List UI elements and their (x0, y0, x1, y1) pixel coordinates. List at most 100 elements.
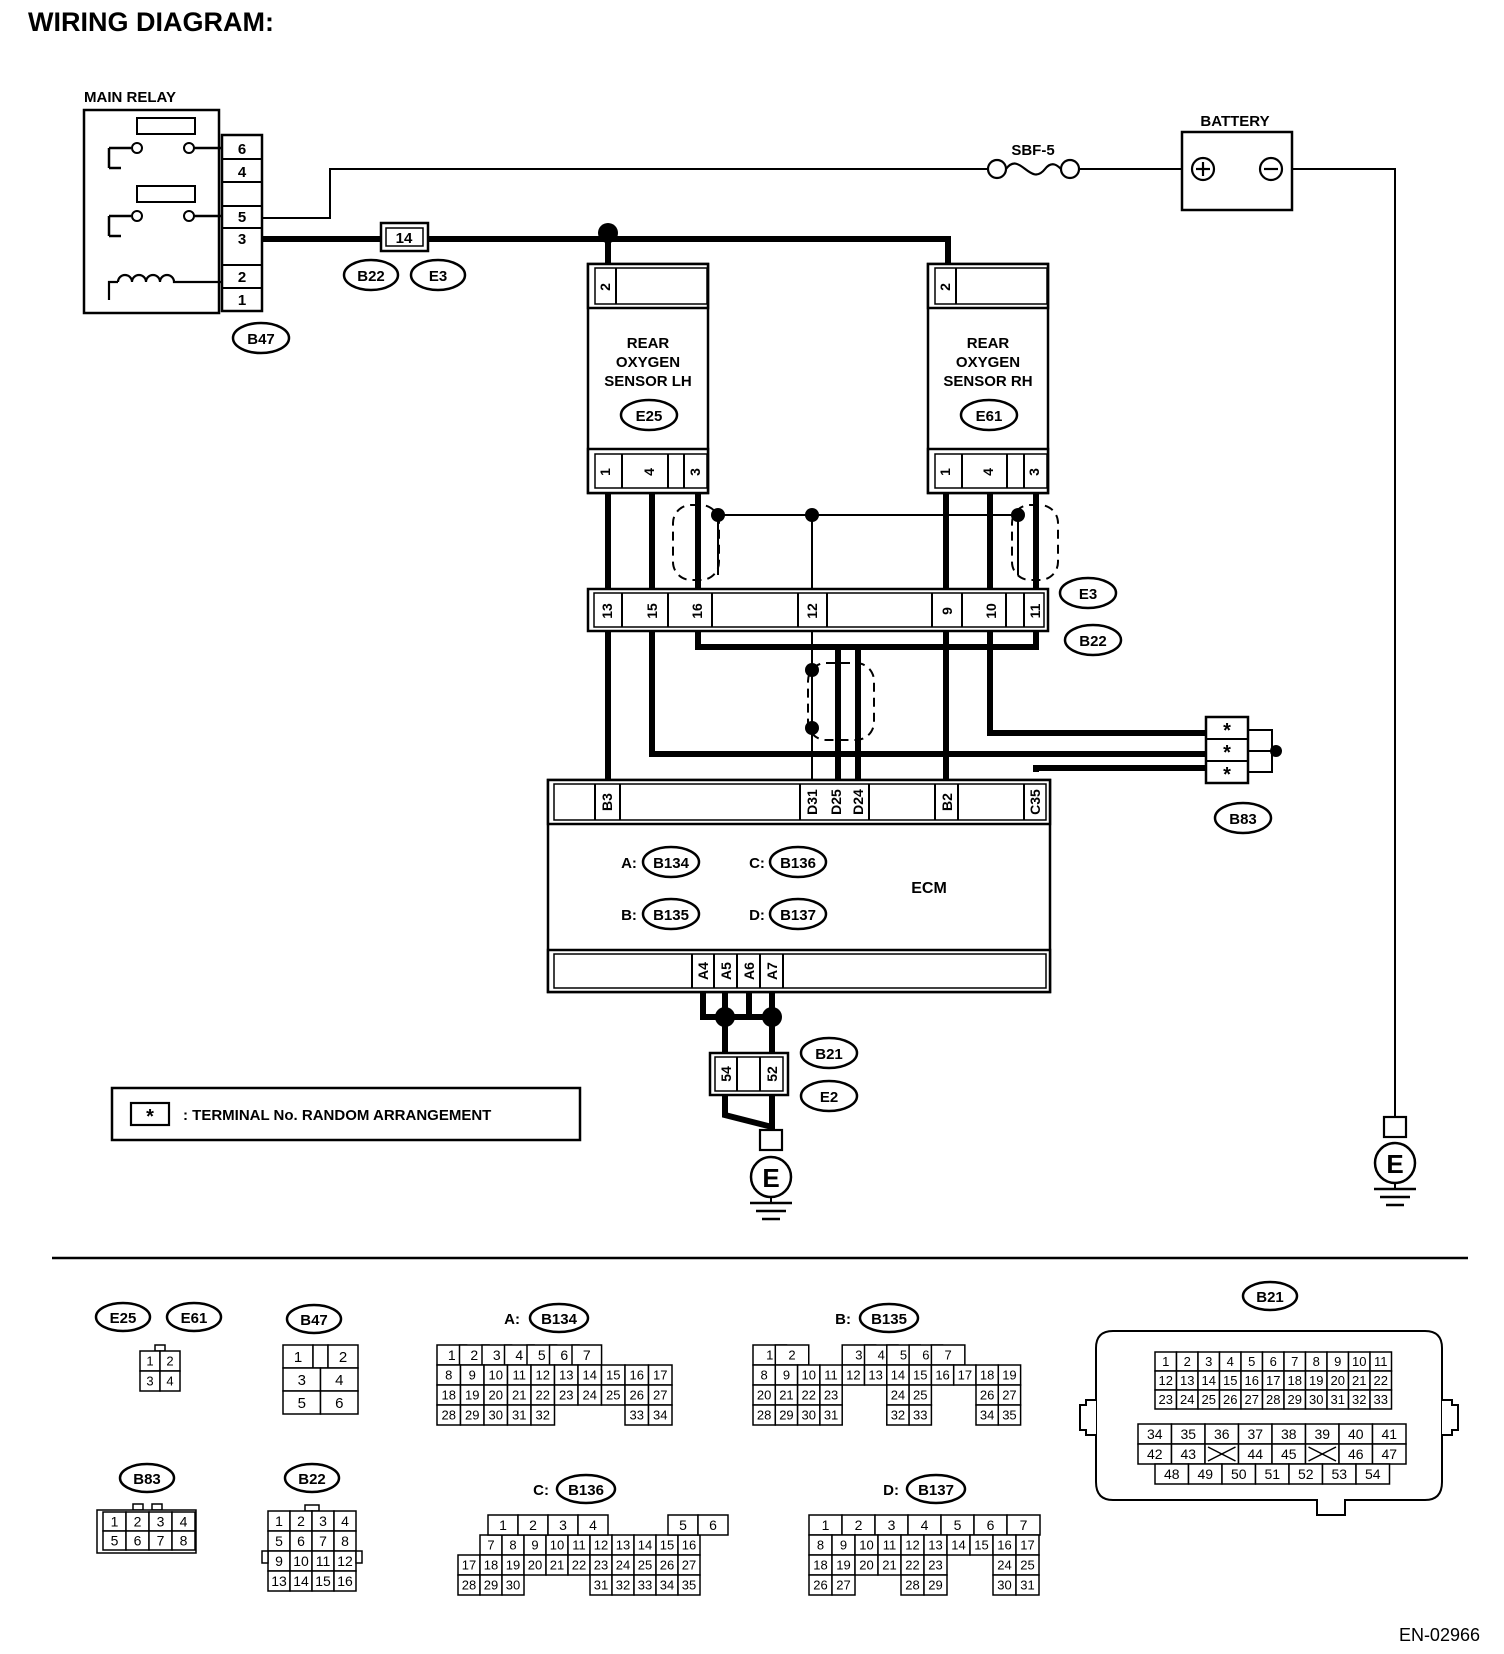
lh-top-pin: 2 (597, 283, 613, 291)
conn-view-b21-pin: 16 (1245, 1373, 1259, 1388)
conn-view-b21-pin: 45 (1281, 1446, 1297, 1462)
ecm-pin-c35: C35 (1027, 789, 1043, 815)
rh-name-3: SENSOR RH (943, 373, 1032, 390)
conn-view-b136-pin: 26 (660, 1558, 674, 1573)
ecm-conn-d-code: B137 (780, 907, 816, 924)
main-relay: MAIN RELAY 6 4 5 3 2 1 B47 (82, 89, 291, 355)
jrow-pin-13: 13 (599, 603, 615, 619)
conn-view-b134-pin: 13 (559, 1368, 573, 1383)
conn-view-tag-b134-label: B134 (541, 1311, 578, 1328)
conn-view-b135-cell (819, 1404, 843, 1426)
conn-view-b83-pin: 2 (134, 1514, 142, 1530)
jrow-pin-9: 9 (939, 607, 955, 615)
conn-view-b137-pin: 21 (882, 1558, 896, 1573)
conn-view-b134-pin: 28 (442, 1408, 456, 1423)
conn-view-b136-pin: 9 (531, 1538, 538, 1553)
rear-oxygen-sensor-lh: 2 REAR OXYGEN SENSOR LH E25 1 4 3 (586, 262, 710, 495)
jrow-pin-12: 12 (804, 603, 820, 619)
relay-pin-1: 1 (238, 292, 246, 309)
ecm-pin-d25: D25 (828, 789, 844, 815)
conn-view-b134-pin: 21 (512, 1388, 526, 1403)
rh-pin-4: 4 (980, 468, 996, 476)
conn-view-b136-pin: 20 (528, 1558, 542, 1573)
conn-view-b21-pin: 33 (1374, 1392, 1388, 1407)
b83-pin-3: * (1223, 764, 1231, 786)
conn-view-b134-pin: 31 (512, 1408, 526, 1423)
conn-view-b21-pin: 7 (1291, 1354, 1298, 1369)
relay-pin-6: 6 (238, 141, 246, 158)
conn-view-b135-pin: 28 (757, 1408, 771, 1423)
conn-view-b22-pin: 12 (337, 1553, 353, 1569)
conn-view-b135-pin: 1 (766, 1348, 773, 1363)
conn-view-b135-pin: 30 (802, 1408, 816, 1423)
rh-pin-1: 1 (937, 468, 953, 476)
conn-view-b21-pin: 23 (1159, 1392, 1173, 1407)
b83-junction-dot (1270, 745, 1282, 757)
conn-view-b83-pin: 6 (134, 1533, 142, 1549)
sensor-signal-wires (605, 493, 1039, 591)
conn-view-b135-pin: 6 (922, 1348, 929, 1363)
conn-view-b21-pin: 2 (1184, 1354, 1191, 1369)
conn-view-b135-pin: 18 (980, 1368, 994, 1383)
conn-view-b137-pin: 1 (822, 1517, 830, 1533)
conn-view-b137-pin: 30 (997, 1578, 1011, 1593)
relay-contact-upper (136, 117, 196, 135)
rh-pin-3: 3 (1026, 468, 1042, 476)
connector-tag-b137 (768, 897, 828, 931)
conn-view-b47-pin: 5 (298, 1395, 306, 1412)
ecm-conn-c-letter: C: (749, 855, 765, 872)
conn-view-b137-pin: 27 (836, 1578, 850, 1593)
gj-pin-54: 54 (718, 1066, 734, 1082)
conn-view-b22-pin: 8 (341, 1533, 349, 1549)
conn-view-b21-pin: 50 (1231, 1466, 1247, 1482)
relay-connector-label: B47 (247, 331, 275, 348)
ecm-shield-junction-dot-2 (805, 721, 819, 735)
connector-tag-e61 (959, 398, 1019, 432)
ecm-conn-b-letter: B: (621, 907, 637, 924)
conn-view-b21-pin: 22 (1374, 1373, 1388, 1388)
conn-view-b21-pin: 14 (1202, 1373, 1216, 1388)
conn-view-b135-pin: 34 (980, 1408, 994, 1423)
conn-view-b22-pin: 2 (297, 1513, 305, 1529)
conn-view-b136-pin: 7 (487, 1538, 494, 1553)
conn-view-b135-pin: 4 (878, 1348, 885, 1363)
conn-view-b137-pin: 14 (951, 1538, 965, 1553)
relay-coil-icon (107, 273, 222, 300)
conn-view-b135-pin: 26 (980, 1388, 994, 1403)
conn-view-b21-pin: 40 (1348, 1426, 1364, 1442)
ecm-pin-a4: A4 (695, 962, 711, 980)
ground-junction-dot-2 (762, 1007, 782, 1027)
conn-view-b136-pin: 25 (638, 1558, 652, 1573)
conn-view-b21-pin: 35 (1180, 1426, 1196, 1442)
conn-view-b21-pin: 54 (1365, 1466, 1381, 1482)
conn-view-b21-pin: 30 (1309, 1392, 1323, 1407)
conn-view-b22-pin: 10 (293, 1553, 309, 1569)
conn-view-b21-pin: 21 (1352, 1373, 1366, 1388)
ecm-ground-wires (700, 992, 775, 1053)
conn-view-b134-pin: 16 (630, 1368, 644, 1383)
conn-view-b21-pin: 32 (1352, 1392, 1366, 1407)
conn-view-b135-pin: 29 (779, 1408, 793, 1423)
connector-tag-b134 (641, 845, 701, 879)
gj-conn-e2: E2 (820, 1089, 838, 1106)
conn-view-b21-pin: 4 (1227, 1354, 1234, 1369)
conn-view-b134-pin: 27 (653, 1388, 667, 1403)
conn-view-tag-b134 (528, 1302, 590, 1334)
conn-view-b21-pin: 24 (1180, 1392, 1194, 1407)
conn-view-b134-pin: 34 (653, 1408, 667, 1423)
conn-view-tag-b47 (285, 1303, 343, 1335)
conn-view-b21-pin: 39 (1314, 1426, 1330, 1442)
conn-view-b134-pin: 18 (442, 1388, 456, 1403)
conn-view-b47-pin: 1 (294, 1349, 302, 1366)
conn-view-b21-pin: 36 (1214, 1426, 1230, 1442)
rh-connector: E61 (976, 408, 1003, 425)
conn-view-b21-pin: 18 (1288, 1373, 1302, 1388)
conn-view-b21-pin: 13 (1180, 1373, 1194, 1388)
conn-view-b136-pin: 22 (572, 1558, 586, 1573)
conn-view-b83-pin: 4 (180, 1514, 188, 1530)
conn-view-b135-pin: 32 (891, 1408, 905, 1423)
jrow-conn-b22: B22 (1079, 633, 1107, 650)
conn-view-b21-pin: 8 (1313, 1354, 1320, 1369)
lh-name-1: REAR (627, 335, 670, 352)
jrow-pin-10: 10 (983, 603, 999, 619)
